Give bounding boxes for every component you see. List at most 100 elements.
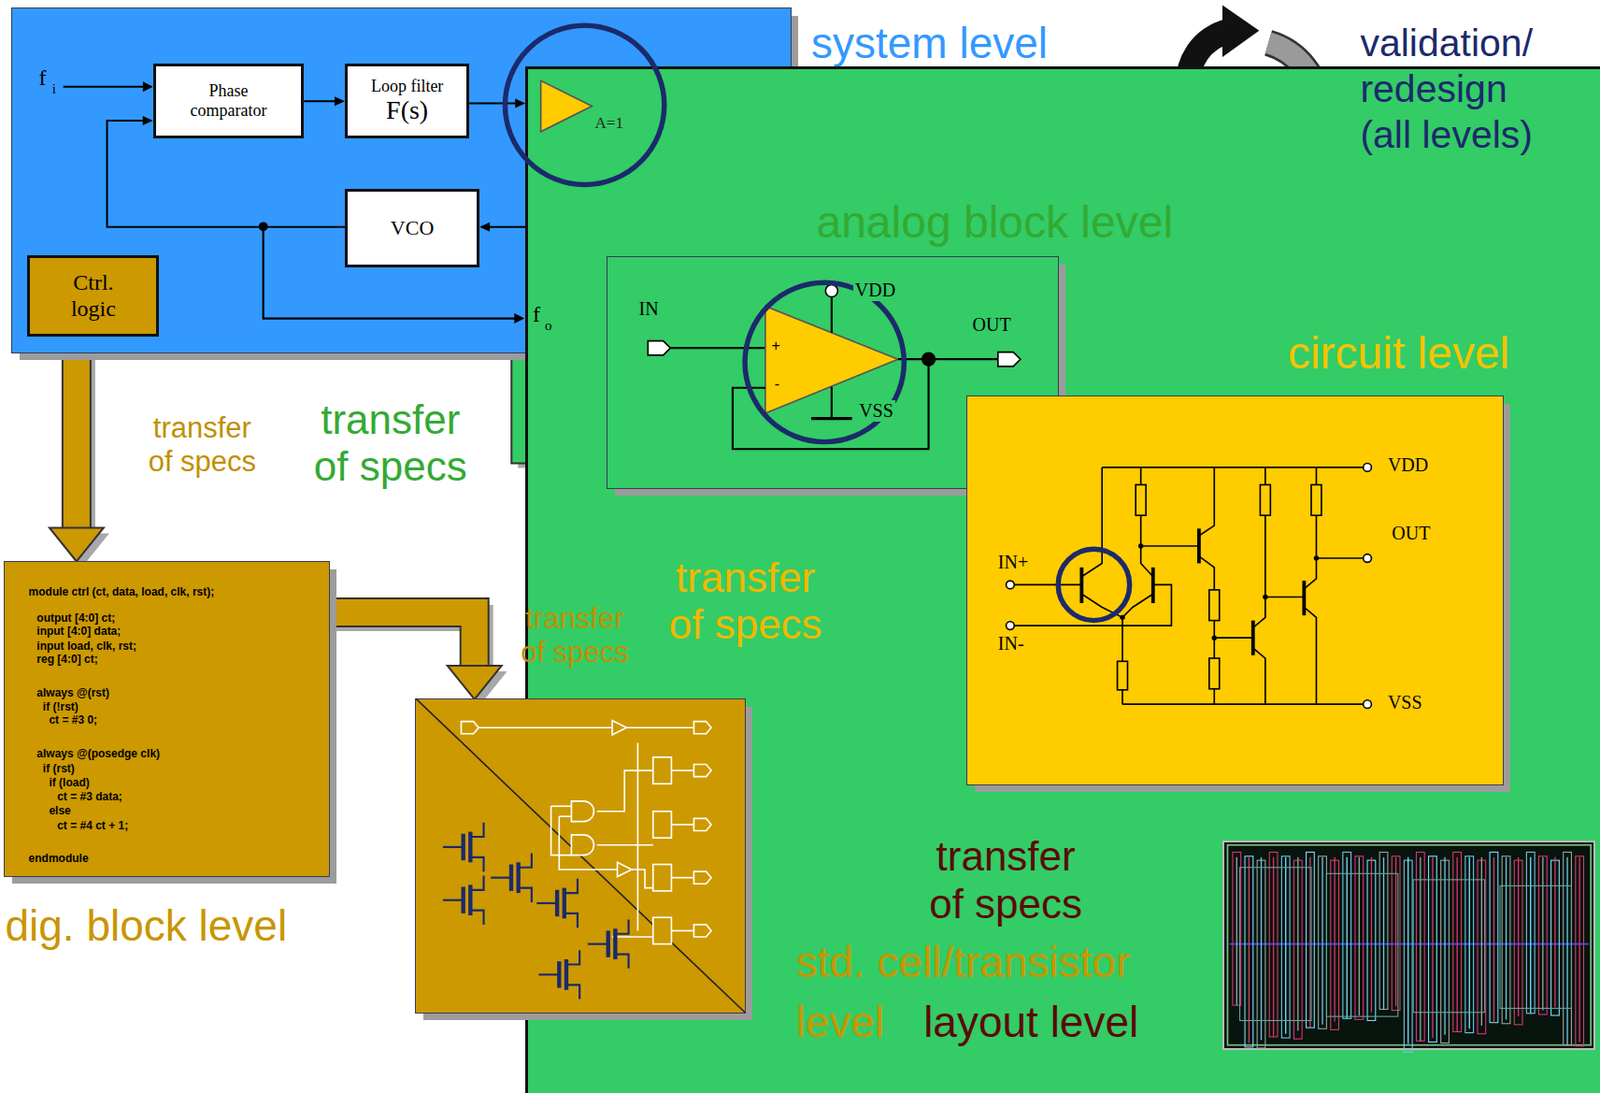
drawing-line [1315, 557, 1363, 559]
code-line: endmodule [28, 852, 89, 866]
drawing-circle [1363, 700, 1372, 709]
drawing-line [1517, 857, 1519, 1016]
drawing-polyline [1199, 556, 1215, 590]
box-label: Ctrl. logic [56, 270, 131, 322]
drawing-circle [1119, 614, 1125, 620]
note: validation/ redesign (all levels) [1359, 20, 1548, 159]
drawing-rect [653, 864, 672, 891]
drawing-line [1407, 857, 1409, 1044]
code-line: input [4:0] data; [36, 625, 121, 639]
drawing-rect [1403, 859, 1413, 1052]
drawing-line [1014, 584, 1082, 586]
drawing-polygon [765, 305, 899, 414]
signal-name: OUT [972, 314, 1012, 336]
drawing-circle [1138, 542, 1143, 548]
drawing-polygon [693, 764, 712, 777]
drawing-circle [504, 25, 664, 185]
drawing-circle [1006, 580, 1015, 589]
drawing-line [1358, 857, 1360, 1015]
drawing-rect [653, 811, 672, 838]
drawing-line [612, 935, 654, 938]
drawing-polygon [647, 341, 671, 356]
drawing-polyline [597, 843, 654, 846]
drawing-polyline [551, 805, 572, 855]
drawing-rect [1428, 856, 1438, 1043]
drawing-line [1431, 857, 1433, 1038]
drawing-g [1014, 467, 1363, 704]
drawing-line [1079, 567, 1084, 603]
drawing-line [1383, 857, 1385, 1010]
signal-name: + [771, 337, 780, 355]
drawing-use [538, 949, 580, 999]
logic-box: Ctrl. logic [27, 255, 159, 337]
drawing-line [1213, 688, 1215, 704]
drawing-polyline [1253, 514, 1266, 628]
drawing-line [1140, 467, 1143, 486]
drawing-rect [1259, 484, 1271, 515]
drawing-polyline [1199, 467, 1215, 536]
signal-name: o [544, 317, 553, 334]
code-line: if (load) [48, 776, 89, 790]
signal-name: - [774, 375, 780, 393]
drawing-polygon [447, 665, 502, 700]
drawing-line [1248, 857, 1250, 1043]
drawing-rect [1318, 856, 1328, 1029]
box-label: F(s) [385, 95, 429, 126]
drawing-rect [1240, 867, 1312, 1021]
drawing-line [1141, 544, 1200, 547]
drawing-polyline [61, 352, 92, 529]
drawing-line [1121, 689, 1124, 704]
drawing-circle [921, 352, 936, 367]
drawing-g [1006, 463, 1372, 709]
drawing-rect [1501, 856, 1511, 1024]
drawing-line [1315, 467, 1318, 486]
code-line: always @(rst) [36, 686, 110, 700]
drawing-use [536, 878, 578, 928]
drawing-line [1469, 857, 1471, 1029]
drawing-rect [1538, 856, 1547, 1015]
drawing-polyline [558, 814, 572, 817]
drawing-circle [825, 285, 838, 298]
transfer-arrow [328, 612, 508, 705]
drawing-rect [1477, 859, 1486, 1034]
drawing-polygon [514, 98, 526, 108]
drawing-line [830, 297, 833, 333]
edge-label: transfer of specs [661, 554, 830, 649]
drawing-use [490, 852, 532, 901]
drawing-line [1297, 857, 1299, 1031]
drawing-line [1542, 857, 1543, 1011]
drawing-rect [1367, 859, 1376, 1020]
drawing-line [671, 929, 694, 932]
drawing-line [1214, 636, 1253, 639]
signal-name: IN [638, 298, 658, 320]
drawing-rect [1500, 885, 1572, 1008]
drawing-circle [1262, 594, 1268, 600]
drawing-rect [1306, 851, 1315, 1028]
drawing-rect [1391, 856, 1400, 1011]
drawing-g [1119, 542, 1319, 641]
drawing-line [637, 742, 640, 931]
signal-name: OUT [1391, 522, 1430, 544]
drawing-rect [1209, 657, 1220, 689]
signal-name: VDD [853, 279, 898, 301]
signal-name: VDD [1387, 454, 1429, 476]
level-heading: analog block level [815, 196, 1173, 248]
signal-arrow [469, 98, 526, 108]
drawing-rect [1227, 844, 1591, 1045]
drawing-line [1251, 620, 1256, 656]
drawing-line [671, 876, 694, 879]
level-heading: system level [811, 18, 1048, 69]
drawing-g [461, 720, 713, 944]
box-label: Loop filter [371, 76, 443, 97]
code-line: ct = #4 ct + 1; [57, 819, 129, 833]
drawing-polyline [1303, 514, 1316, 589]
drawing-rect [1575, 856, 1585, 1046]
code-panel: module ctrl (ct, data, load, clk, rst);o… [4, 561, 329, 876]
drawing-polygon [693, 871, 712, 884]
drawing-polygon [142, 115, 154, 126]
drawing-g [476, 727, 695, 937]
drawing-circle [1212, 634, 1217, 640]
drawing-circle [1314, 555, 1319, 560]
drawing-line [1229, 942, 1589, 945]
drawing-polygon [612, 720, 627, 735]
